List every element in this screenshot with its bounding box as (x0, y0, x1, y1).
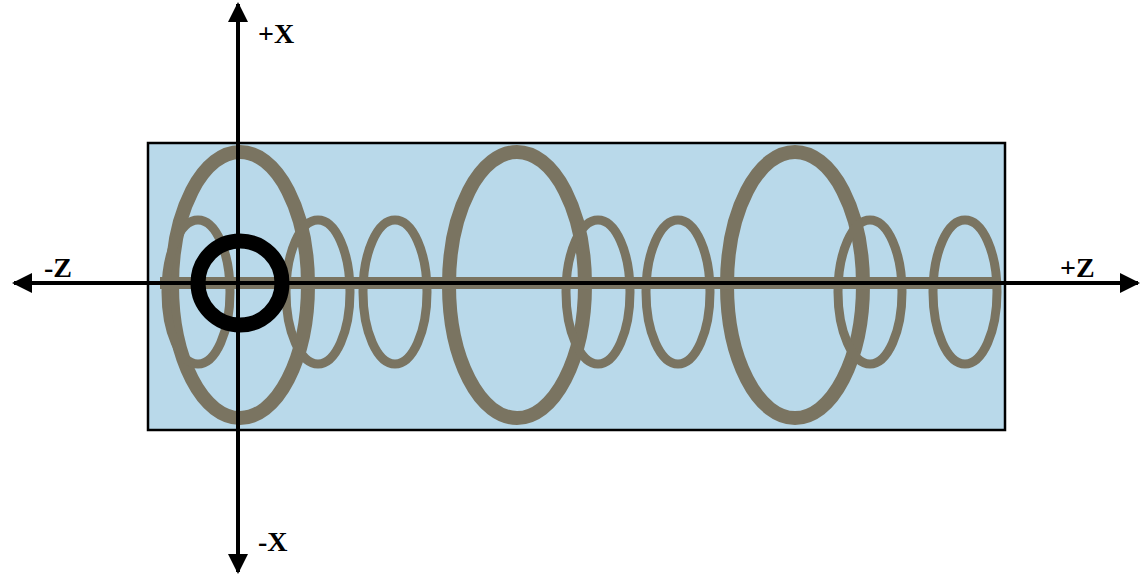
coil-loop (363, 220, 427, 364)
water-region (148, 143, 1005, 430)
axis-label: +Z (1060, 254, 1095, 282)
ring-marker (198, 241, 282, 325)
x-axis (236, 4, 240, 572)
axis-label: -Z (44, 254, 72, 282)
z-axis (14, 281, 1138, 285)
coil-loop (933, 220, 997, 364)
coil-loop (286, 220, 350, 364)
coil-loop (838, 220, 902, 364)
axis-label: -X (258, 528, 288, 556)
axis-label: +X (258, 20, 294, 48)
coil-loop (566, 220, 630, 364)
coil-loop (646, 220, 710, 364)
